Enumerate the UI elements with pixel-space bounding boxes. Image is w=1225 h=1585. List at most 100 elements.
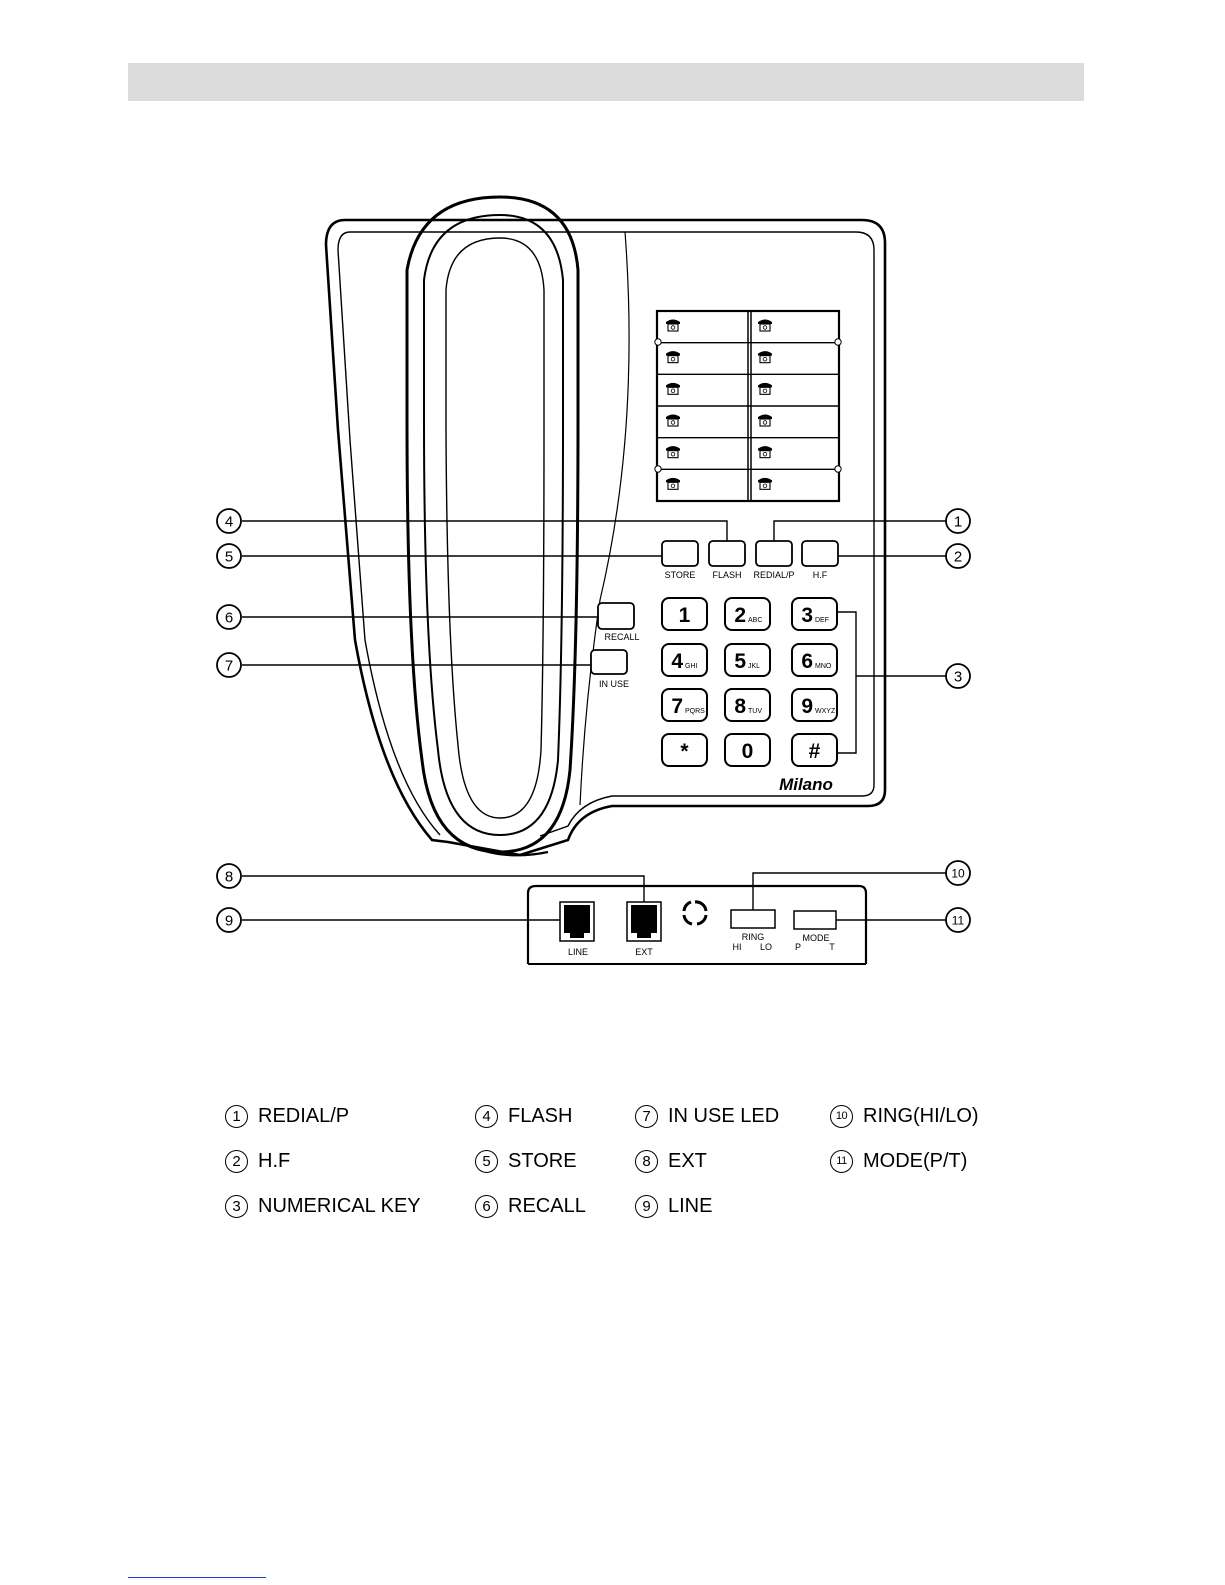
legend-number: 4 bbox=[475, 1105, 498, 1128]
legend-number: 11 bbox=[830, 1150, 853, 1173]
key-0[interactable]: 0 bbox=[725, 734, 770, 766]
callout-number: 4 bbox=[225, 514, 233, 531]
key-digit: 0 bbox=[742, 740, 754, 763]
callout-number: 6 bbox=[225, 610, 233, 627]
key-letters: TUV bbox=[748, 708, 762, 715]
key-digit: 8 bbox=[734, 695, 746, 718]
hf-button[interactable] bbox=[802, 541, 838, 566]
key-letters: GHI bbox=[685, 663, 698, 670]
callout-8: 8 bbox=[217, 864, 241, 888]
key-digit: 1 bbox=[679, 604, 691, 627]
mode-switch[interactable] bbox=[794, 911, 836, 929]
key-digit: 9 bbox=[801, 695, 813, 718]
memory-phone-icon bbox=[666, 351, 680, 363]
memory-phone-icon bbox=[666, 415, 680, 427]
legend-item-line: 9 LINE bbox=[635, 1194, 712, 1218]
line-jack[interactable] bbox=[560, 902, 594, 941]
memory-phone-icon bbox=[758, 446, 772, 458]
callout-number: 3 bbox=[954, 669, 962, 686]
key-digit: 3 bbox=[801, 604, 813, 627]
legend-item-ring: 10 RING(HI/LO) bbox=[830, 1104, 979, 1128]
memory-phone-icon bbox=[758, 478, 772, 490]
key-digit: * bbox=[680, 740, 689, 763]
recall-button[interactable] bbox=[598, 603, 634, 629]
legend-label: H.F bbox=[258, 1149, 290, 1173]
legend-label: RING(HI/LO) bbox=[863, 1104, 979, 1128]
in-use-led bbox=[591, 650, 627, 674]
store-button[interactable] bbox=[662, 541, 698, 566]
key-letters: MNO bbox=[815, 663, 832, 670]
redial-button[interactable] bbox=[756, 541, 792, 566]
key-letters: ABC bbox=[748, 617, 762, 624]
legend-label: RECALL bbox=[508, 1194, 586, 1218]
redial-label: REDIAL/P bbox=[753, 570, 794, 580]
callout-2: 2 bbox=[946, 544, 970, 568]
legend-label: STORE bbox=[508, 1149, 577, 1173]
callout-6: 6 bbox=[217, 605, 241, 629]
mode-t-label: T bbox=[829, 942, 835, 952]
legend-item-redial: 1 REDIAL/P bbox=[225, 1104, 349, 1128]
callout-5: 5 bbox=[217, 544, 241, 568]
key-1[interactable]: 1 bbox=[662, 598, 707, 630]
ext-jack-label: EXT bbox=[635, 947, 653, 957]
legend-number: 9 bbox=[635, 1195, 658, 1218]
hf-label: H.F bbox=[813, 570, 828, 580]
legend-number: 1 bbox=[225, 1105, 248, 1128]
legend-label: NUMERICAL KEY bbox=[258, 1194, 421, 1218]
flash-button[interactable] bbox=[709, 541, 745, 566]
legend-item-store: 5 STORE bbox=[475, 1149, 577, 1173]
key-digit: 5 bbox=[734, 650, 746, 673]
legend-item-ext: 8 EXT bbox=[635, 1149, 707, 1173]
in-use-label: IN USE bbox=[599, 679, 629, 689]
ext-jack[interactable] bbox=[627, 902, 661, 941]
callout-number: 7 bbox=[225, 658, 233, 675]
legend-label: REDIAL/P bbox=[258, 1104, 349, 1128]
legend-number: 8 bbox=[635, 1150, 658, 1173]
legend-label: MODE(P/T) bbox=[863, 1149, 967, 1173]
legend-item-in-use-led: 7 IN USE LED bbox=[635, 1104, 779, 1128]
legend: 1 REDIAL/P 2 H.F 3 NUMERICAL KEY 4 FLASH… bbox=[225, 1104, 1005, 1234]
recall-label: RECALL bbox=[604, 632, 639, 642]
key-star[interactable]: * bbox=[662, 734, 707, 766]
ring-lo-label: LO bbox=[760, 942, 772, 952]
legend-label: EXT bbox=[668, 1149, 707, 1173]
flash-label: FLASH bbox=[712, 570, 741, 580]
key-digit: 7 bbox=[671, 695, 683, 718]
memory-phone-icon bbox=[666, 478, 680, 490]
callout-number: 11 bbox=[952, 914, 965, 928]
legend-item-recall: 6 RECALL bbox=[475, 1194, 586, 1218]
callout-number: 8 bbox=[225, 869, 233, 886]
leader-lines bbox=[242, 521, 946, 920]
key-hash[interactable]: # bbox=[792, 734, 837, 766]
key-letters: DEF bbox=[815, 617, 829, 624]
store-label: STORE bbox=[665, 570, 696, 580]
brand-logo: Milano bbox=[779, 775, 833, 794]
legend-number: 6 bbox=[475, 1195, 498, 1218]
handset bbox=[407, 197, 578, 852]
key-letters: WXYZ bbox=[815, 708, 836, 715]
key-digit: 4 bbox=[671, 650, 683, 673]
callout-1: 1 bbox=[946, 509, 970, 533]
ring-label: RING bbox=[742, 932, 765, 942]
legend-item-numerical-key: 3 NUMERICAL KEY bbox=[225, 1194, 421, 1218]
key-digit: # bbox=[809, 740, 821, 763]
memory-phone-icon bbox=[666, 446, 680, 458]
callout-number: 2 bbox=[954, 549, 962, 566]
legend-item-hf: 2 H.F bbox=[225, 1149, 290, 1173]
callout-7: 7 bbox=[217, 653, 241, 677]
memory-card bbox=[655, 311, 841, 501]
legend-label: FLASH bbox=[508, 1104, 572, 1128]
mode-label: MODE bbox=[803, 933, 830, 943]
memory-phone-icon bbox=[666, 383, 680, 395]
ring-switch[interactable] bbox=[731, 910, 775, 928]
ring-hi-label: HI bbox=[733, 942, 742, 952]
